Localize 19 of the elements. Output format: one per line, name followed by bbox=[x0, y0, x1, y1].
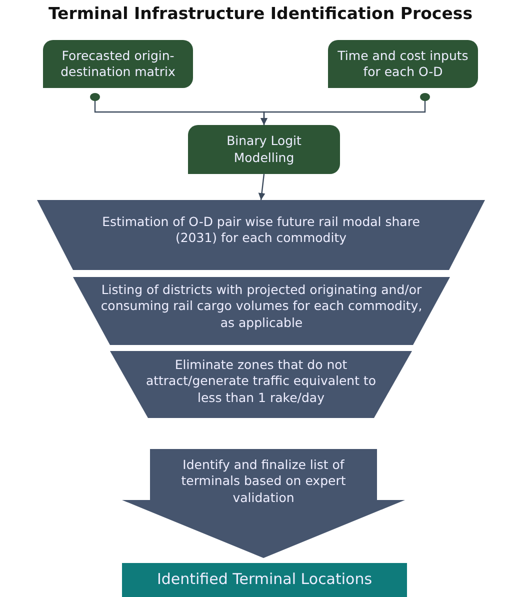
step-text: Estimation of O-D pair wise future rail modal share (2031) for each commodity bbox=[101, 214, 421, 246]
diagram-title: Terminal Infrastructure Identification Process bbox=[47, 4, 474, 23]
step-text: Forecasted origin-destination matrix bbox=[60, 48, 176, 80]
process-box bbox=[188, 125, 340, 174]
step-text: Time and cost inputs for each O-D bbox=[336, 48, 470, 80]
step-text: Listing of districts with projected originating and/or consuming rail cargo volumes for each commodity, as applicable bbox=[100, 282, 424, 331]
funnel-stage bbox=[110, 351, 412, 418]
connector-arrow bbox=[260, 93, 430, 125]
funnel-stage bbox=[73, 277, 450, 345]
step-text: Binary Logit Modelling bbox=[226, 133, 302, 166]
process-box bbox=[122, 563, 407, 597]
step-text: Identified Terminal Locations bbox=[156, 570, 374, 590]
process-box bbox=[328, 40, 478, 88]
process-box bbox=[43, 40, 193, 88]
step-text: Identify and finalize list of terminals based on expert validation bbox=[180, 457, 347, 506]
down-arrow-shape bbox=[122, 449, 405, 558]
connector-arrow bbox=[258, 174, 266, 200]
funnel-stage bbox=[37, 200, 485, 270]
step-text: Eliminate zones that do not attract/generate traffic equivalent to less than 1 rake/day bbox=[145, 357, 377, 406]
